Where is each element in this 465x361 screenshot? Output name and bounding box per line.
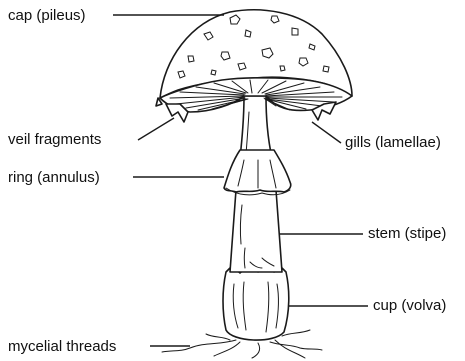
upper-stipe	[240, 96, 272, 158]
label-gills: gills (lamellae)	[312, 122, 441, 151]
label-stem: stem (stipe)	[279, 225, 446, 242]
label-mycelium: mycelial threads	[8, 338, 190, 355]
label-ring-text: ring (annulus)	[8, 169, 100, 186]
label-cap-text: cap (pileus)	[8, 7, 86, 24]
label-mycelium-text: mycelial threads	[8, 338, 116, 355]
leader-gills	[312, 122, 341, 143]
label-cup-text: cup (volva)	[373, 297, 446, 314]
label-gills-text: gills (lamellae)	[345, 134, 441, 151]
label-veil: veil fragments	[8, 118, 174, 148]
label-cup: cup (volva)	[288, 297, 446, 314]
label-stem-text: stem (stipe)	[368, 225, 446, 242]
leader-veil	[138, 118, 174, 140]
label-cap: cap (pileus)	[8, 7, 224, 24]
label-ring: ring (annulus)	[8, 169, 224, 186]
stipe	[230, 190, 282, 272]
volva	[223, 265, 289, 340]
label-veil-text: veil fragments	[8, 131, 101, 148]
annulus	[224, 150, 291, 195]
